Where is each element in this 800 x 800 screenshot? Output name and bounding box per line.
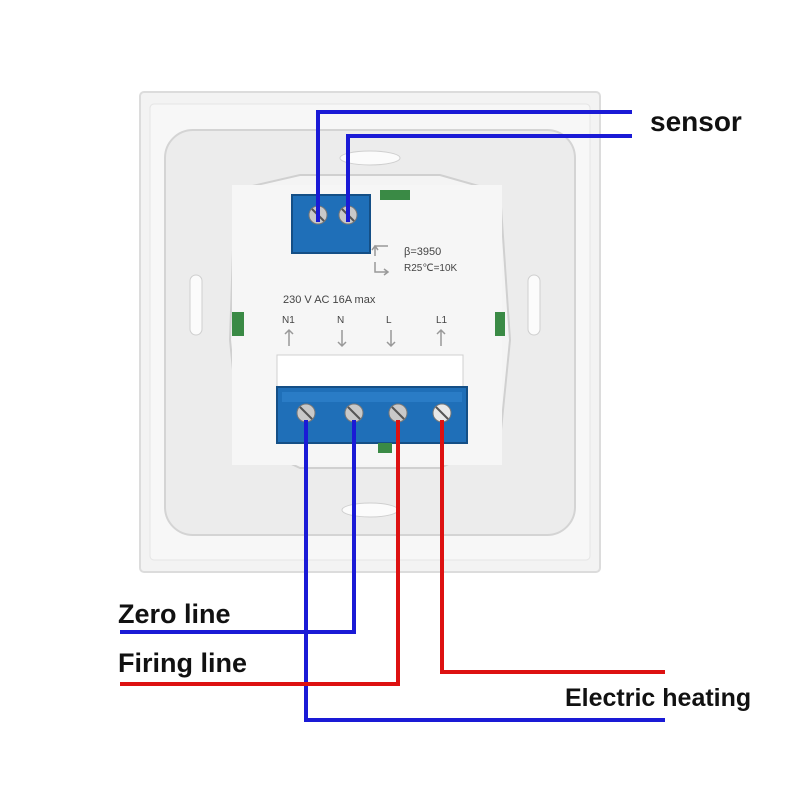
sensor-terminal-block	[291, 194, 371, 254]
terminal-arrows	[284, 328, 446, 348]
sensor-label: sensor	[650, 106, 742, 137]
screw-slot-left	[189, 274, 203, 336]
terminal-label-l1: L1	[436, 315, 448, 326]
left-clip	[232, 312, 244, 336]
sensor-wire-1	[316, 110, 632, 222]
terminal-label-n: N	[337, 315, 344, 326]
terminal-label-n1: N1	[282, 315, 295, 326]
terminal-cavity	[276, 354, 464, 388]
screw-slot-bottom	[341, 502, 399, 518]
zero-line-wire	[120, 420, 356, 634]
n1-heating-wire	[304, 420, 665, 722]
screw-slot-top	[339, 150, 401, 166]
right-clip	[495, 312, 505, 336]
terminal-label-l: L	[386, 315, 392, 326]
sensor-wire-2	[346, 134, 632, 222]
sensor-arrows-icon	[371, 244, 390, 276]
rating-text: 230 V AC 16A max	[283, 294, 376, 306]
zero-line-label: Zero line	[118, 599, 231, 629]
screw-slot-right	[527, 274, 541, 336]
r25-text: R25℃=10K	[404, 263, 458, 274]
firing-line-wire	[120, 420, 400, 686]
electric-heating-label: Electric heating	[565, 684, 752, 712]
top-clip	[380, 190, 410, 200]
beta-text: β=3950	[404, 246, 441, 258]
l1-heating-wire	[440, 420, 665, 674]
bottom-clip	[378, 443, 392, 453]
firing-line-label: Firing line	[118, 648, 248, 678]
